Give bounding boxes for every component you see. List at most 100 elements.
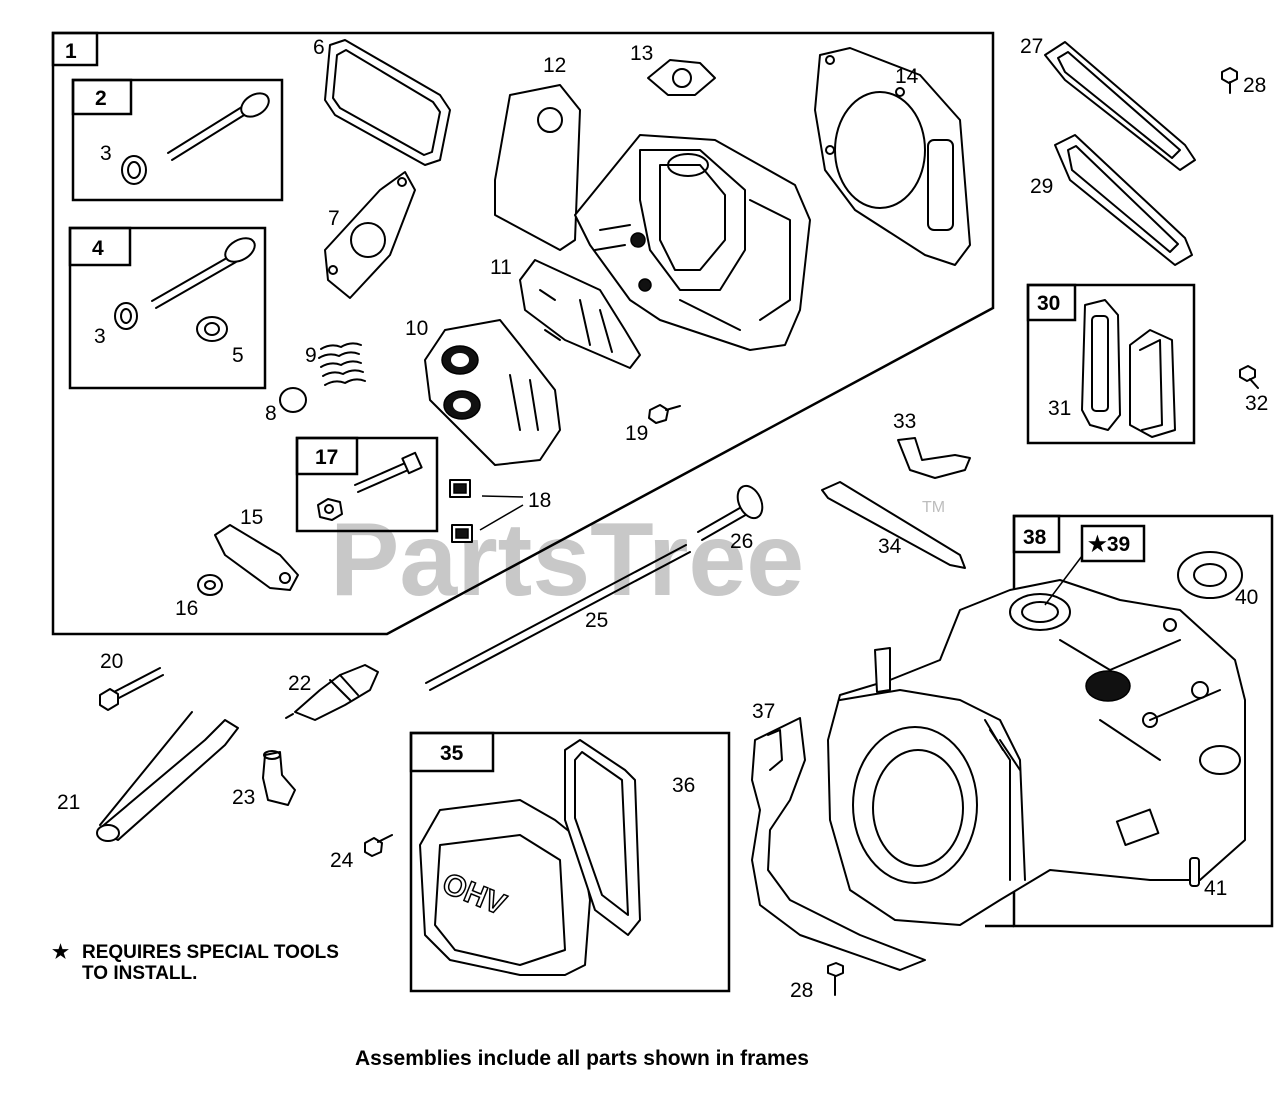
- breather-cover-30: [1129, 329, 1176, 438]
- frame-35-tag: [409, 731, 495, 773]
- rocker-cover-35: OHV: [419, 799, 591, 976]
- carburetor-gasket-13: [647, 59, 716, 96]
- assemblies-caption: Assemblies include all parts shown in fr…: [355, 1047, 809, 1070]
- frame-30-label: 30: [1037, 292, 1060, 315]
- valve-keeper-3b: [114, 302, 138, 330]
- frame-1-label: 1: [65, 40, 77, 63]
- label-9: 9: [305, 344, 317, 367]
- label-5: 5: [232, 344, 244, 367]
- label-16: 16: [175, 597, 198, 620]
- valve-26: [697, 484, 764, 541]
- label-28b: 28: [790, 979, 813, 1002]
- rocker-cover-gasket-6: [324, 39, 451, 166]
- frame-1-outline: [51, 31, 995, 636]
- screw-32: [1239, 365, 1259, 389]
- intake-gasket-7: [324, 171, 416, 299]
- bolt-20: [99, 667, 164, 711]
- label-13: 13: [630, 42, 653, 65]
- watermark-text: PartsTree: [330, 502, 804, 618]
- label-7: 7: [328, 207, 340, 230]
- watermark-trademark: TM: [922, 499, 945, 516]
- frame-17-tag: [295, 436, 359, 476]
- dowel-pin-41: [1189, 857, 1200, 887]
- frame-2-tag: [71, 78, 133, 116]
- air-guide-37: [751, 717, 926, 971]
- frame-30-outline: [1026, 283, 1196, 445]
- label-24: 24: [330, 849, 354, 872]
- label-6: 6: [313, 36, 325, 59]
- plug-8: [279, 387, 307, 413]
- rocker-plate-gasket-11: [519, 259, 641, 369]
- frame-2-outline: [71, 78, 284, 202]
- label-20: 20: [100, 650, 123, 673]
- label-23: 23: [232, 786, 255, 809]
- label-29: 29: [1030, 175, 1053, 198]
- label-19: 19: [625, 422, 648, 445]
- rocker-ball-16: [197, 574, 223, 596]
- intake-valve: [151, 237, 256, 309]
- frame-35-outline: [409, 731, 731, 993]
- label-3a: 3: [100, 142, 112, 165]
- screw-24: [364, 834, 393, 857]
- intake-gasket-12: [494, 84, 581, 251]
- label-12: 12: [543, 54, 566, 77]
- valve-keeper-3a: [121, 155, 147, 185]
- frame-30-tag: [1026, 283, 1077, 322]
- frame-38-label: 38: [1023, 526, 1047, 549]
- spark-plug-22: [285, 664, 379, 721]
- label-11: 11: [490, 256, 512, 279]
- frame-4-outline: [68, 226, 267, 390]
- exhaust-valve: [167, 92, 270, 161]
- frame-4-tag: [68, 226, 132, 267]
- frame-35-label: 35: [440, 742, 464, 765]
- label-27: 27: [1020, 35, 1043, 58]
- leader-39: [1044, 555, 1083, 606]
- label-32: 32: [1245, 392, 1268, 415]
- special-tools-star: ★: [52, 942, 69, 963]
- breather-hose-34: [821, 481, 966, 569]
- label-28a: 28: [1243, 74, 1266, 97]
- frame-2-label: 2: [95, 87, 107, 110]
- label-36: 36: [672, 774, 695, 797]
- label-21: 21: [57, 791, 80, 814]
- rocker-stud-17: [317, 451, 423, 521]
- elbow-fitting-23: [262, 750, 296, 806]
- rocker-plate-10: [424, 319, 561, 466]
- push-rod-25: [425, 544, 691, 691]
- frame-17-outline: [295, 436, 439, 533]
- screw-28a: [1221, 67, 1238, 94]
- cover-gasket-36: [564, 739, 641, 936]
- gasket-31: [1081, 299, 1121, 431]
- frame-39-label: ★39: [1088, 533, 1130, 556]
- screw-28b: [827, 962, 844, 996]
- label-31: 31: [1048, 397, 1071, 420]
- breather-tube-21: [96, 711, 239, 842]
- frame-17-label: 17: [315, 446, 338, 469]
- cylinder-block-38: [827, 579, 1246, 926]
- label-41: 41: [1204, 877, 1227, 900]
- gasket-27: [1044, 41, 1196, 171]
- label-10: 10: [405, 317, 428, 340]
- breather-elbow-33: [897, 437, 971, 479]
- special-tools-note-line1: REQUIRES SPECIAL TOOLS: [82, 942, 339, 963]
- label-18: 18: [528, 489, 551, 512]
- gasket-29: [1054, 134, 1193, 266]
- label-14: 14: [895, 65, 919, 88]
- label-33: 33: [893, 410, 916, 433]
- valve-spring-9: [318, 342, 366, 386]
- rocker-arm-15: [214, 524, 299, 591]
- special-tools-note-line2: TO INSTALL.: [82, 963, 197, 984]
- oil-seal-40: [1177, 551, 1243, 599]
- label-15: 15: [240, 506, 263, 529]
- label-22: 22: [288, 672, 311, 695]
- head-gasket-14: [814, 47, 971, 266]
- label-26: 26: [730, 530, 753, 553]
- label-40: 40: [1235, 586, 1258, 609]
- frame-38-tag: [1012, 514, 1061, 554]
- screw-19: [648, 404, 681, 424]
- label-25: 25: [585, 609, 608, 632]
- label-3b: 3: [94, 325, 106, 348]
- label-34: 34: [878, 535, 902, 558]
- frame-1-tag: [51, 31, 99, 67]
